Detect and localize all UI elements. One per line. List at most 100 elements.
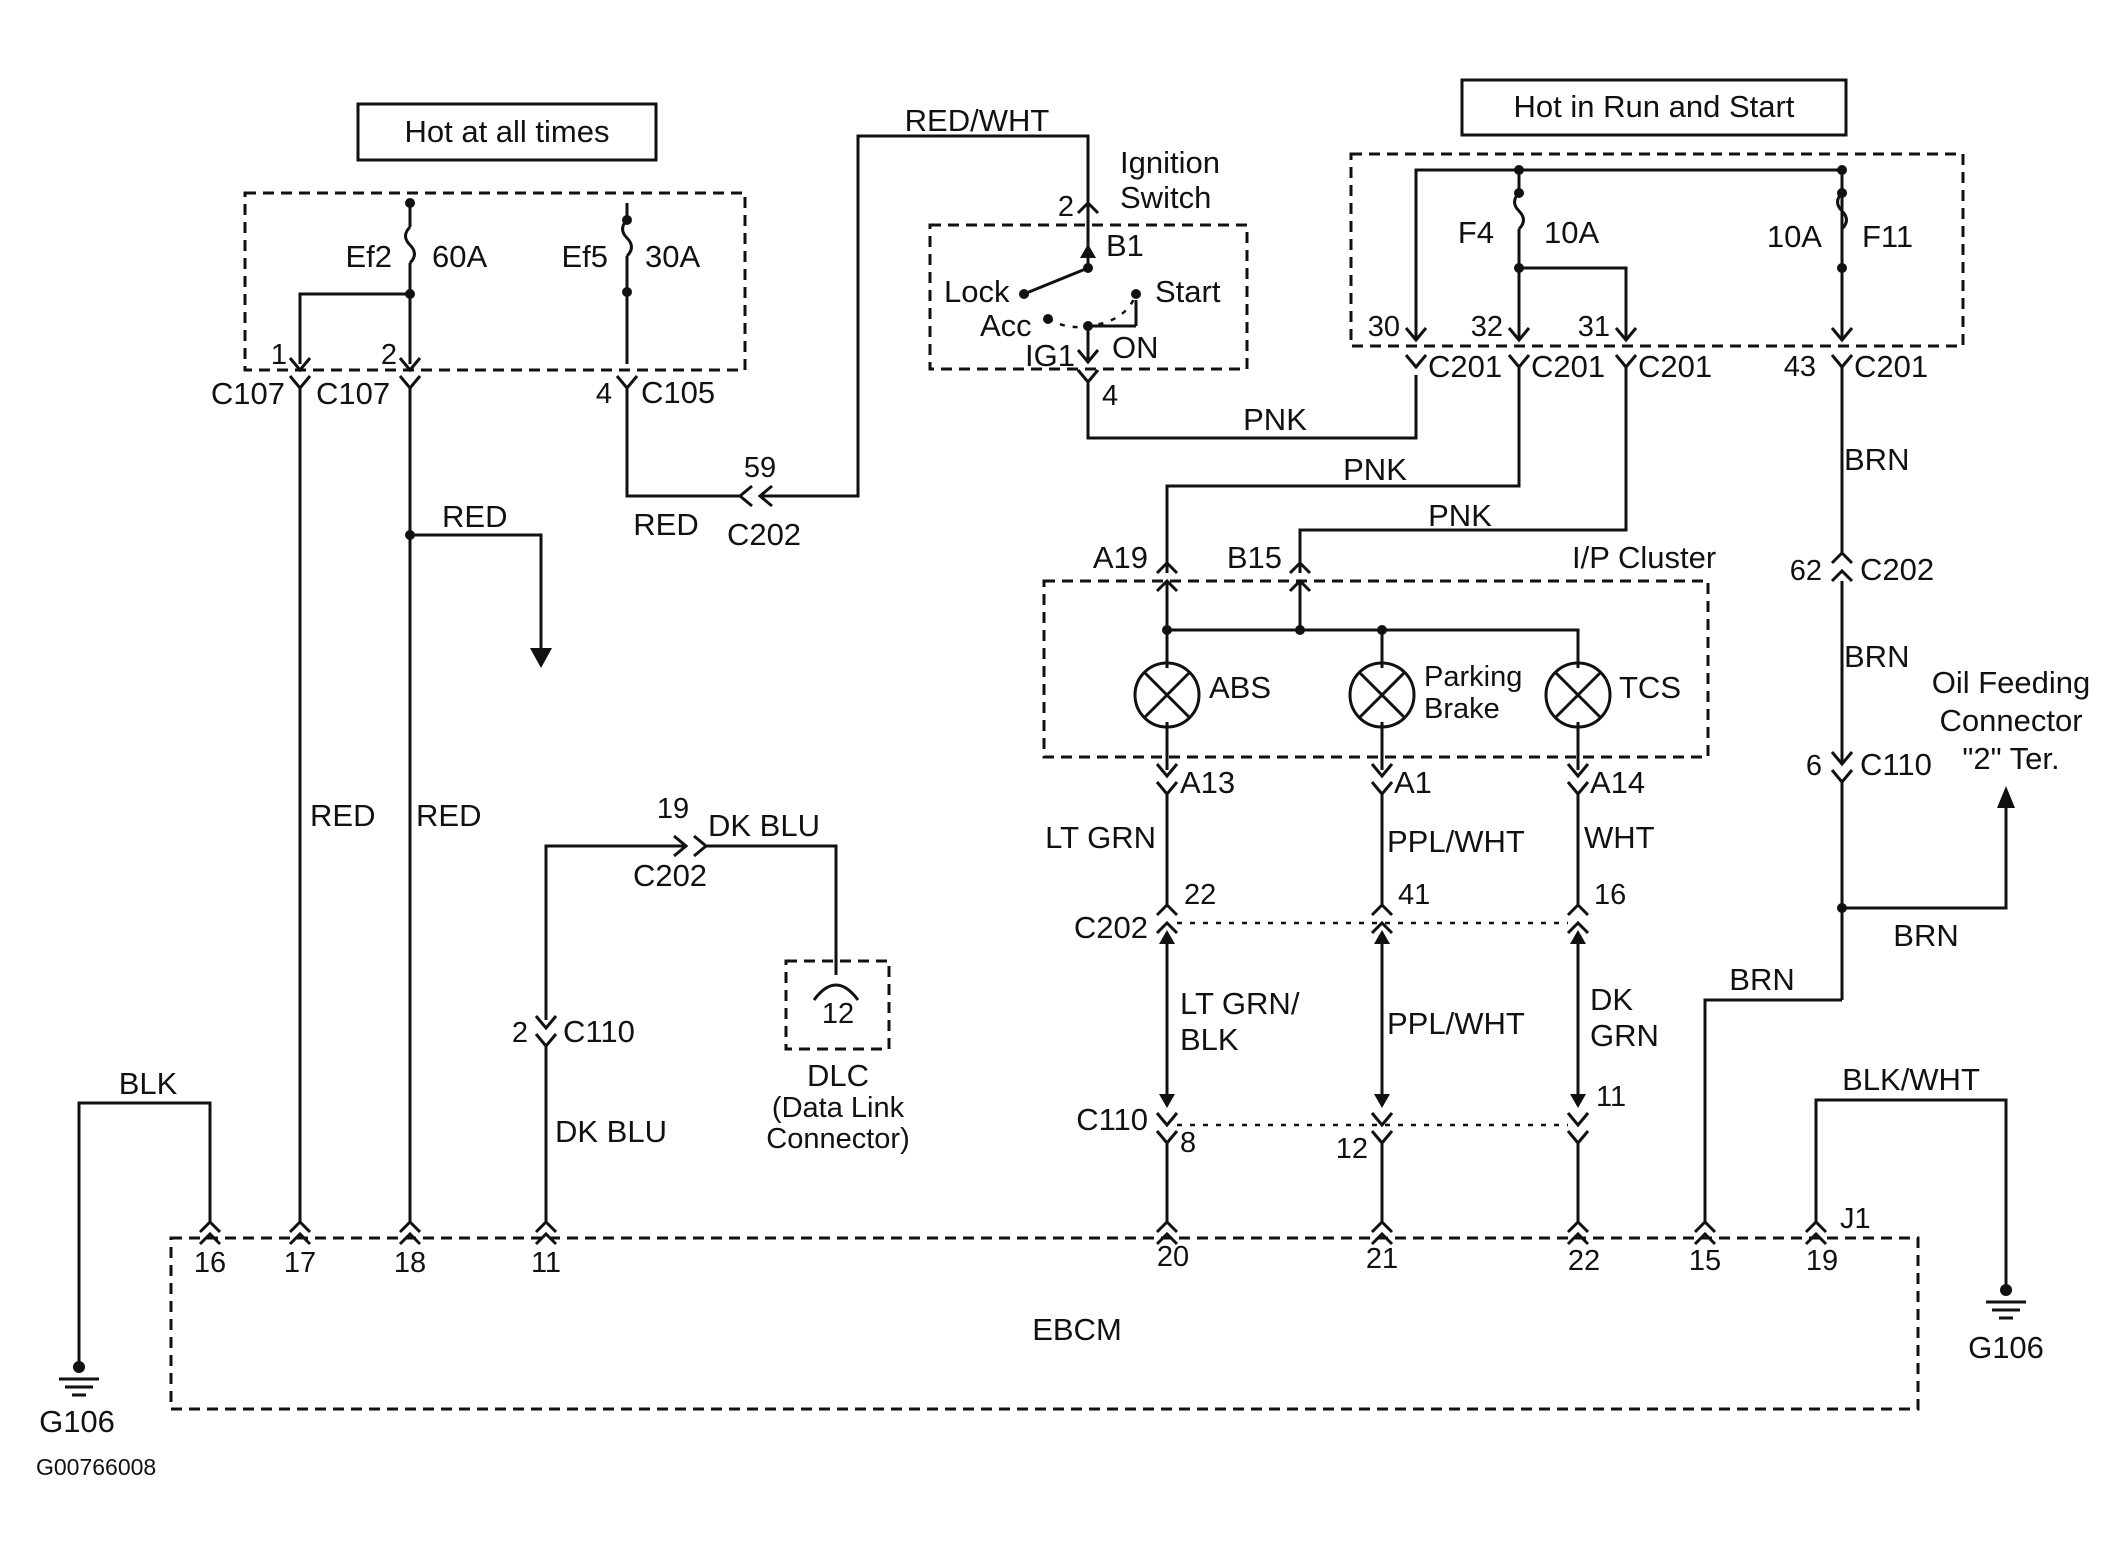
wire-color-label: DK BLU [555, 1114, 667, 1149]
ebcm-pin-label: 15 [1689, 1245, 1721, 1277]
fuse-ef5-label: Ef5 [561, 239, 608, 274]
pin-label: 41 [1398, 879, 1430, 911]
fuse-f4-rating: 10A [1544, 215, 1599, 250]
connector-c110-row [1155, 1112, 1590, 1146]
ebcm-pin-label: 17 [284, 1247, 316, 1279]
connector-label: C110 [563, 1014, 635, 1049]
connector-label: C202 [1860, 552, 1934, 587]
figure-id: G00766008 [36, 1454, 156, 1480]
fuse-ef2-rating: 60A [432, 239, 487, 274]
wire-color-label: RED [416, 798, 481, 833]
connector-label: C201 [1638, 349, 1712, 384]
arrow-up-icon [1159, 930, 1175, 944]
underhood-fuse-block [243, 191, 747, 372]
arrow-up-icon [1374, 930, 1390, 944]
svg-text:Hot in Run and Start: Hot in Run and Start [1514, 89, 1795, 124]
wire-color-label: DK BLU [708, 808, 820, 843]
wire-color-label: PNK [1343, 452, 1407, 487]
wire-color-label: PNK [1428, 498, 1492, 533]
fuse-f11-rating: 10A [1767, 219, 1822, 254]
arrow-down-icon [1570, 1094, 1586, 1108]
ground-label: G106 [39, 1404, 115, 1439]
pin-label: 8 [1180, 1127, 1196, 1159]
ebcm-pin-label: 20 [1157, 1241, 1189, 1273]
wire-color-label: WHT [1584, 820, 1655, 855]
connector-label: C107 [211, 376, 285, 411]
hot-in-run-start-label: Hot in Run and Start [1460, 78, 1848, 137]
ebcm-module [169, 1219, 1920, 1411]
wire-color-label: BRN [1844, 442, 1909, 477]
pin-label: 22 [1184, 879, 1216, 911]
ebcm-label: EBCM [1032, 1312, 1122, 1347]
pin-label: 12 [1336, 1133, 1368, 1165]
ebcm-pin-label: 22 [1568, 1245, 1600, 1277]
arrow-down-icon [1159, 1094, 1175, 1108]
wire-color-label: RED/WHT [905, 103, 1050, 138]
connector-label: C110 [1860, 747, 1932, 782]
fuse-f4-label: F4 [1458, 215, 1494, 250]
ip-cluster-label: I/P Cluster [1572, 540, 1716, 575]
wire-color-label: BLK/WHT [1842, 1062, 1980, 1097]
wire-color-label: GRN [1590, 1018, 1659, 1053]
connector-c202-pin62 [1830, 550, 1854, 583]
pin-label: 19 [657, 793, 689, 825]
wire-color-label: PPL/WHT [1387, 824, 1525, 859]
fuse-f11-label: F11 [1862, 219, 1913, 254]
connector-c202-row [1155, 902, 1590, 935]
connector-label: C201 [1428, 349, 1502, 384]
connector-label: J1 [1840, 1203, 1871, 1235]
ebcm-pin-label: 19 [1806, 1245, 1838, 1277]
ignition-switch [928, 200, 1249, 385]
arrow-up-icon [1997, 786, 2015, 808]
lamp-label-tcs: TCS [1619, 670, 1681, 705]
switch-position-on: ON [1112, 330, 1159, 365]
connector-label: C202 [1074, 910, 1148, 945]
ignition-switch-label: Switch [1120, 180, 1211, 215]
connector-c105-pin4 [615, 375, 639, 391]
abs-lamp-icon [1133, 661, 1201, 729]
wire-color-label: LT GRN [1045, 820, 1156, 855]
pin-label: 2 [1058, 191, 1074, 223]
lamp-label-abs: ABS [1209, 670, 1271, 705]
ebcm-pin-label: 18 [394, 1247, 426, 1279]
ip-fuse-block [1349, 152, 1965, 348]
ground-g106-left-icon [59, 1361, 99, 1397]
ignition-switch-label: Ignition [1120, 145, 1220, 180]
connector-label: C107 [316, 376, 390, 411]
tcs-lamp-icon [1544, 661, 1612, 729]
arrow-down-icon [1374, 1094, 1390, 1108]
connector-label: C202 [633, 858, 707, 893]
pin-label: 32 [1471, 311, 1503, 343]
pin-label: 30 [1368, 311, 1400, 343]
pin-label: 43 [1784, 351, 1816, 383]
svg-text:Hot at all times: Hot at all times [404, 114, 609, 149]
wire-color-label: PNK [1243, 402, 1307, 437]
wire-color-label: BRN [1844, 639, 1909, 674]
wire-color-label: RED [442, 499, 507, 534]
pin-label: 4 [596, 378, 612, 410]
connector-label: A13 [1180, 765, 1235, 800]
fuse-ef2-label: Ef2 [345, 239, 392, 274]
wire-color-label: PPL/WHT [1387, 1006, 1525, 1041]
pin-label: 62 [1790, 555, 1822, 587]
dlc-label: DLC [807, 1058, 869, 1093]
arrow-down-icon [530, 648, 552, 668]
pin-label: 59 [744, 452, 776, 484]
connector-label: C105 [641, 375, 715, 410]
ip-cluster [1042, 560, 1710, 770]
wire-color-label: BRN [1729, 962, 1794, 997]
pin-label: 16 [1594, 879, 1626, 911]
connector-label: A14 [1590, 765, 1645, 800]
parking-brake-lamp-icon [1348, 661, 1416, 729]
wire-color-label: RED [633, 507, 698, 542]
connector-label: A1 [1394, 765, 1432, 800]
hot-at-all-times-label: Hot at all times [356, 102, 658, 162]
ground-label: G106 [1968, 1330, 2044, 1365]
connector-label: B15 [1227, 540, 1282, 575]
wire-color-label: DK [1590, 982, 1633, 1017]
fuse-ef5-rating: 30A [645, 239, 700, 274]
pin-label: 4 [1102, 380, 1118, 412]
pin-label: 31 [1578, 311, 1610, 343]
wire-color-label: RED [310, 798, 375, 833]
arrow-up-icon [1570, 930, 1586, 944]
